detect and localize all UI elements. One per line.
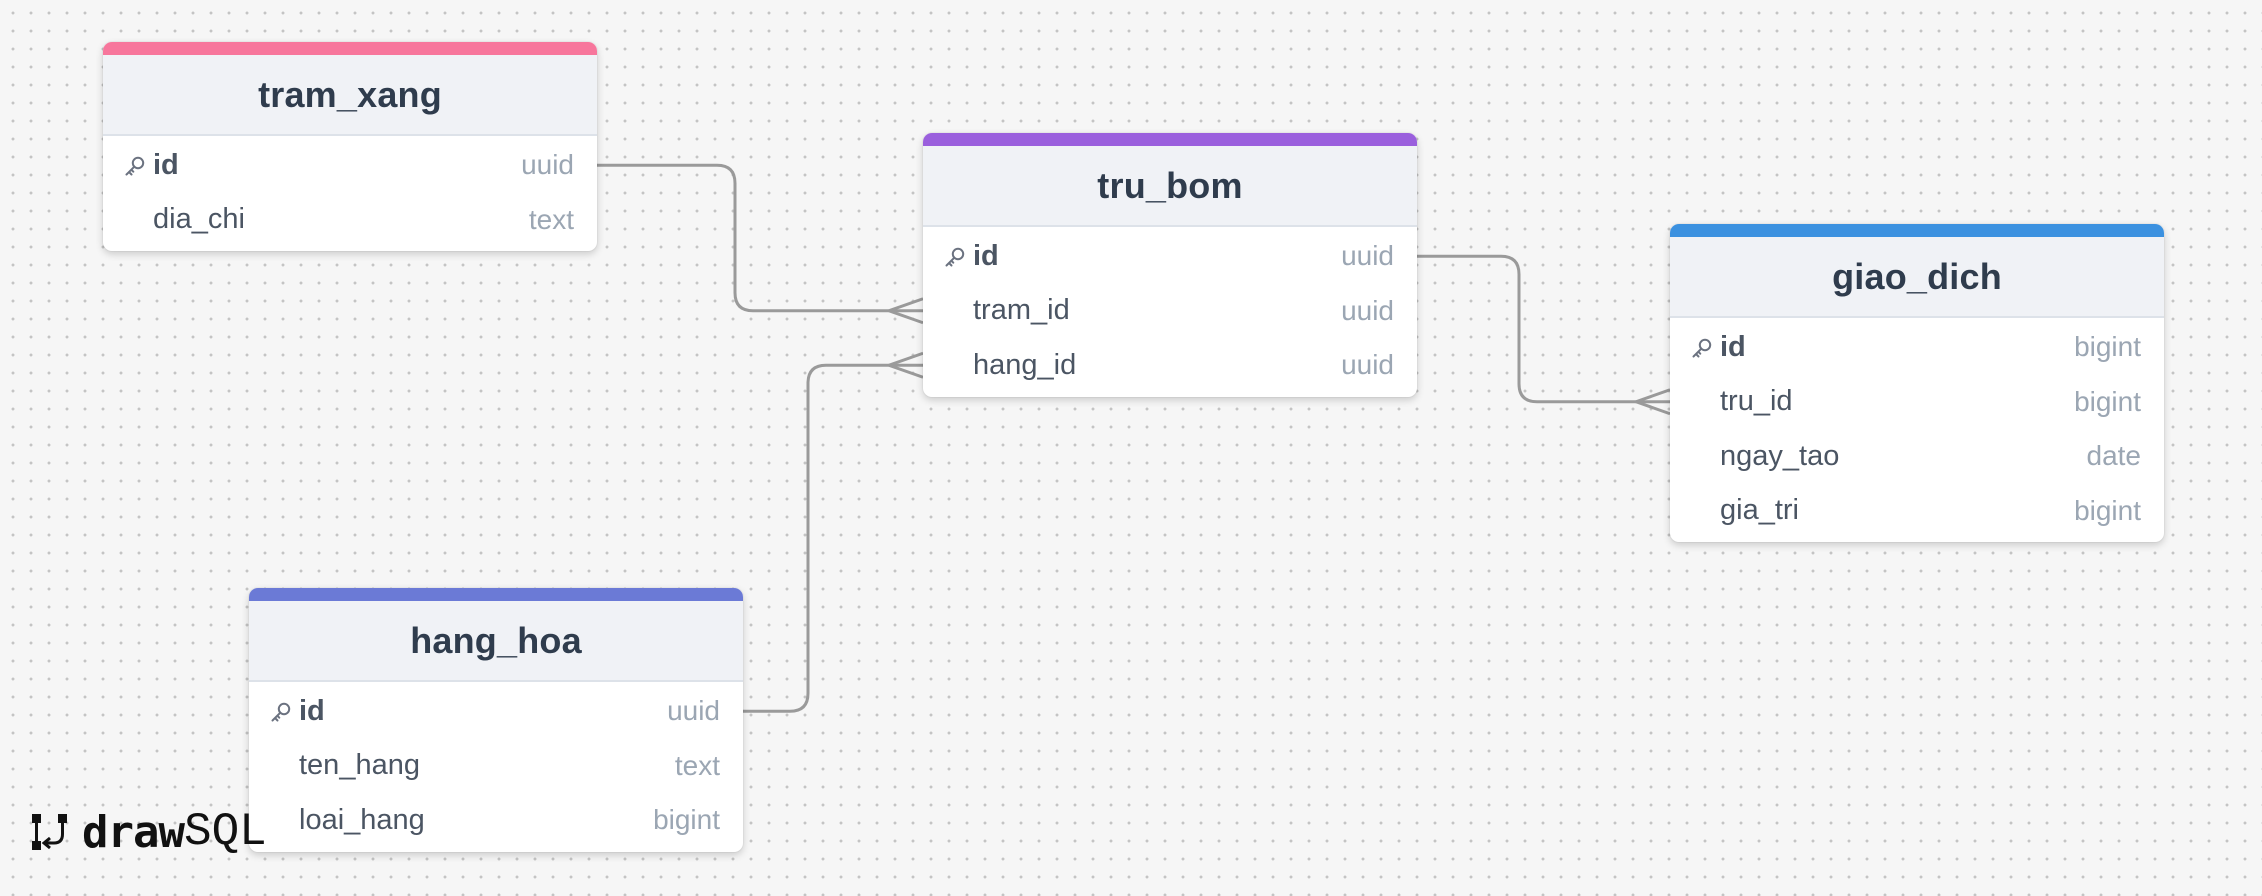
field-type: bigint [653,804,720,836]
logo-text-draw: draw [82,806,185,858]
field-name: ten_hang [299,749,420,782]
drawsql-logo-icon [32,814,67,850]
field-row[interactable]: tram_id uuid [923,284,1417,339]
field-row[interactable]: dia_chi text [103,193,597,248]
crows-foot-icon [1635,388,1671,416]
field-name: tru_id [1720,385,1793,418]
field-type: bigint [2074,494,2141,526]
field-row[interactable]: gia_tri bigint [1670,484,2164,539]
field-type: date [2086,440,2142,472]
field-row[interactable]: loai_hang bigint [249,793,743,848]
key-icon [1690,336,1714,360]
table-giao_dich[interactable]: giao_dich id bigint tru_id bigint ngay_t… [1670,224,2164,542]
field-list: id uuid tram_id uuid hang_id uuid [923,227,1417,397]
drawsql-logo: draw SQL [30,806,267,858]
key-icon [123,154,147,178]
field-type: uuid [667,695,720,727]
relation-line [1417,254,1670,404]
field-row[interactable]: id uuid [249,684,743,739]
table-tram_xang[interactable]: tram_xang id uuid dia_chi text [103,42,597,251]
field-type: text [674,749,720,781]
table-accent-bar [923,133,1417,146]
field-row[interactable]: id bigint [1670,320,2164,375]
field-name: loai_hang [299,803,425,836]
logo-text-sql: SQL [183,806,267,858]
table-title: tru_bom [1097,164,1243,206]
relation-line [743,363,923,713]
field-type: bigint [2074,331,2141,363]
field-list: id uuid dia_chi text [103,136,597,251]
relation-line [597,163,923,313]
field-name: id [1720,330,1746,363]
field-name: dia_chi [153,203,245,236]
field-list: id bigint tru_id bigint ngay_tao date gi… [1670,318,2164,542]
field-list: id uuid ten_hang text loai_hang bigint [249,682,743,852]
table-header[interactable]: tru_bom [923,146,1417,227]
table-title: giao_dich [1832,255,2002,297]
field-type: uuid [1341,349,1394,381]
field-name: id [299,694,325,727]
field-row[interactable]: hang_id uuid [923,338,1417,393]
field-name: id [973,239,999,272]
field-row[interactable]: id uuid [103,138,597,193]
table-title: hang_hoa [410,619,582,661]
table-accent-bar [249,588,743,601]
field-type: uuid [1341,240,1394,272]
field-type: text [528,203,574,235]
field-row[interactable]: ten_hang text [249,739,743,794]
crows-foot-icon [888,351,924,379]
table-accent-bar [103,42,597,55]
field-row[interactable]: tru_id bigint [1670,375,2164,430]
table-header[interactable]: giao_dich [1670,237,2164,318]
field-type: bigint [2074,385,2141,417]
table-tru_bom[interactable]: tru_bom id uuid tram_id uuid hang_id uui… [923,133,1417,397]
field-name: id [153,148,179,181]
field-name: tram_id [973,294,1070,327]
field-row[interactable]: id uuid [923,229,1417,284]
field-name: ngay_tao [1720,439,1840,472]
field-row[interactable]: ngay_tao date [1670,429,2164,484]
field-type: uuid [521,149,574,181]
table-hang_hoa[interactable]: hang_hoa id uuid ten_hang text loai_hang… [249,588,743,852]
key-icon [943,245,967,269]
table-accent-bar [1670,224,2164,237]
table-header[interactable]: hang_hoa [249,601,743,682]
field-name: hang_id [973,348,1077,381]
table-header[interactable]: tram_xang [103,55,597,136]
field-name: gia_tri [1720,494,1799,527]
field-type: uuid [1341,294,1394,326]
crows-foot-icon [888,297,924,325]
key-icon [269,700,293,724]
table-title: tram_xang [258,73,442,115]
